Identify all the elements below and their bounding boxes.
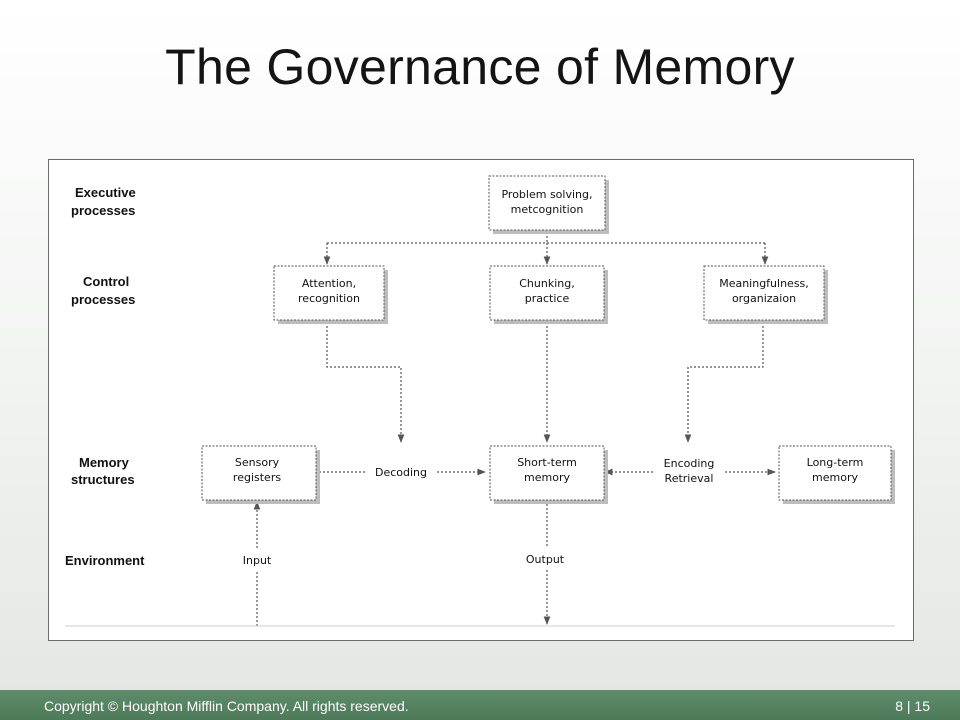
box-problem-solving-line2: metcognition bbox=[511, 203, 584, 216]
box-meaningfulness: Meaningfulness, organizaion bbox=[703, 265, 828, 324]
box-attention: Attention, recognition bbox=[273, 265, 388, 324]
row-label-memory: Memory structures bbox=[71, 455, 135, 487]
slide-title: The Governance of Memory bbox=[165, 39, 795, 95]
box-chunking-line1: Chunking, bbox=[519, 277, 574, 290]
page-number: 8 | 15 bbox=[895, 698, 930, 714]
row-label-memory-line2: structures bbox=[71, 472, 135, 487]
arrow-attention-to-decoding bbox=[326, 322, 405, 443]
row-label-memory-line1: Memory bbox=[79, 455, 130, 470]
flow-label-output: Output bbox=[526, 553, 565, 566]
row-label-environment: Environment bbox=[65, 553, 145, 568]
row-label-executive-line2: processes bbox=[71, 203, 135, 218]
box-sensory-registers: Sensory registers bbox=[201, 445, 320, 504]
box-long-term-line2: memory bbox=[812, 471, 858, 484]
box-meaningfulness-line2: organizaion bbox=[732, 292, 796, 305]
box-problem-solving-line1: Problem solving, bbox=[501, 188, 592, 201]
row-label-control-line2: processes bbox=[71, 292, 135, 307]
arrow-meaningfulness-to-encoding bbox=[684, 322, 764, 443]
box-attention-line1: Attention, bbox=[302, 277, 356, 290]
footer-bar: Copyright © Houghton Mifflin Company. Al… bbox=[0, 690, 960, 720]
box-chunking-line2: practice bbox=[525, 292, 570, 305]
box-sensory-line1: Sensory bbox=[235, 456, 280, 469]
connector-lines bbox=[253, 232, 776, 626]
flow-label-input: Input bbox=[243, 554, 272, 567]
flow-label-retrieval: Retrieval bbox=[665, 472, 714, 485]
box-short-term-line1: Short-term bbox=[517, 456, 577, 469]
box-long-term-line1: Long-term bbox=[807, 456, 864, 469]
box-short-term-memory: Short-term memory bbox=[489, 445, 608, 504]
box-problem-solving: Problem solving, metcognition bbox=[488, 175, 609, 234]
copyright-text: Copyright © Houghton Mifflin Company. Al… bbox=[44, 698, 409, 714]
box-sensory-line2: registers bbox=[233, 471, 281, 484]
flow-label-encoding: Encoding bbox=[664, 457, 715, 470]
box-short-term-line2: memory bbox=[524, 471, 570, 484]
box-long-term-memory: Long-term memory bbox=[778, 445, 895, 504]
memory-governance-diagram: Executive processes Control processes Me… bbox=[48, 159, 914, 641]
box-meaningfulness-line1: Meaningfulness, bbox=[719, 277, 809, 290]
box-attention-line2: recognition bbox=[298, 292, 360, 305]
row-label-executive-line1: Executive bbox=[75, 185, 136, 200]
row-label-control-line1: Control bbox=[83, 274, 129, 289]
row-label-executive: Executive processes bbox=[71, 185, 136, 218]
box-chunking: Chunking, practice bbox=[489, 265, 608, 324]
row-label-control: Control processes bbox=[71, 274, 135, 307]
flow-label-decoding: Decoding bbox=[375, 466, 427, 479]
